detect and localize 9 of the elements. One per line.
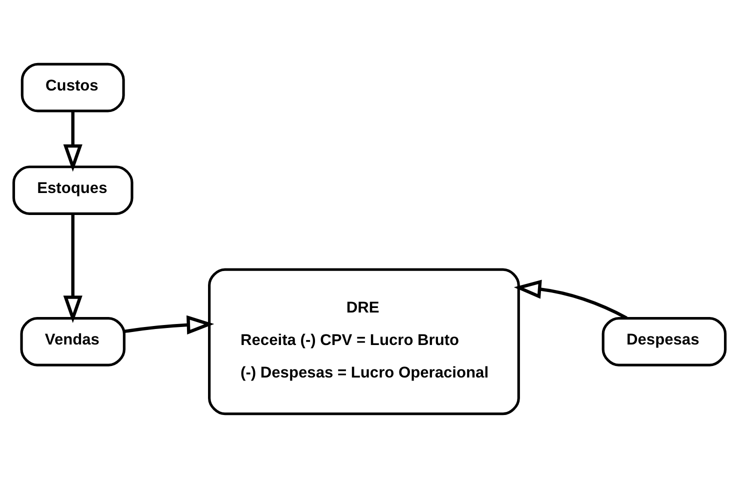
node-box: Vendas: [20, 316, 126, 366]
node-box: Despesas: [602, 316, 727, 366]
arrow: [124, 315, 214, 334]
node-box: Custos: [20, 62, 125, 112]
node-box: DRE Receita (-) CPV = Lucro Bruto (-) Despesas = Lucro Operacional: [208, 268, 520, 416]
arrow: [514, 280, 628, 320]
node-box: Estoques: [12, 166, 134, 215]
arrow: [63, 111, 82, 172]
arrow: [63, 214, 82, 323]
